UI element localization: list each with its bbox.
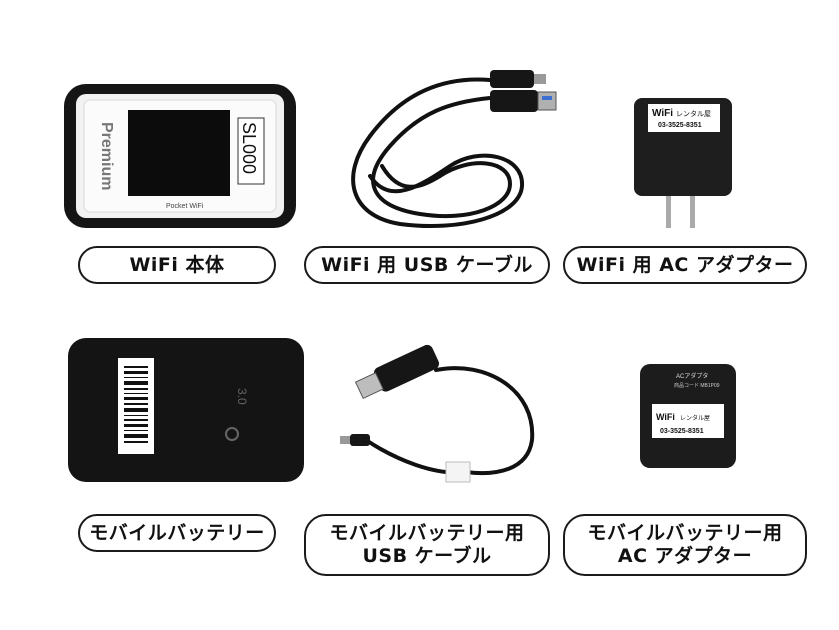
battery-adapter-code: 商品コード MB1P09 [674, 382, 720, 389]
battery-adapter-title: ACアダプタ [676, 372, 708, 380]
label-wifi-ac-adapter: WiFi 用 AC アダプター [563, 246, 807, 284]
label-wifi-body-text: WiFi 本体 [129, 253, 225, 276]
label-battery-ac-adapter: モバイルバッテリー用 AC アダプター [563, 514, 807, 576]
label-battery-ac-adapter-line2: AC アダプター [617, 545, 753, 567]
device-brand: Pocket WiFi [166, 203, 204, 210]
battery-adapter-brand: WiFi [656, 412, 675, 422]
adapter-sticker-phone: 03-3525-8351 [658, 122, 702, 129]
label-wifi-ac-adapter-text: WiFi 用 AC アダプター [576, 253, 794, 276]
label-wifi-body: WiFi 本体 [78, 246, 276, 284]
label-battery-text: モバイルバッテリー [89, 521, 265, 544]
adapter-sticker-brand: WiFi [652, 108, 673, 119]
device-id-label: SL000 [239, 122, 259, 174]
wifi-usb-cable-image [330, 56, 560, 236]
battery-qc-label: 3.0 [235, 388, 249, 405]
battery-adapter-phone: 03-3525-8351 [660, 428, 704, 435]
label-battery-usb-cable-line1: モバイルバッテリー用 [329, 522, 525, 545]
device-side-text: Premium [98, 122, 115, 190]
mobile-battery-image: 3.0 [66, 336, 306, 484]
label-battery-ac-adapter-line1: モバイルバッテリー用 [587, 522, 783, 545]
battery-adapter-rental: レンタル屋 [680, 414, 710, 422]
wifi-ac-adapter-image: WiFi レンタル屋 03-3525-8351 [630, 96, 736, 230]
adapter-sticker-rental: レンタル屋 [676, 109, 711, 118]
label-battery: モバイルバッテリー [78, 514, 276, 552]
label-wifi-usb-cable: WiFi 用 USB ケーブル [304, 246, 550, 284]
battery-ac-adapter-image: ACアダプタ 商品コード MB1P09 WiFi レンタル屋 03-3525-8… [638, 362, 738, 470]
label-battery-usb-cable-line2: USB ケーブル [362, 545, 492, 567]
label-battery-usb-cable: モバイルバッテリー用 USB ケーブル [304, 514, 550, 576]
wifi-router-image: SL000 Premium Pocket WiFi [62, 82, 298, 230]
label-wifi-usb-cable-text: WiFi 用 USB ケーブル [321, 253, 533, 276]
battery-usb-cable-image [336, 340, 552, 500]
